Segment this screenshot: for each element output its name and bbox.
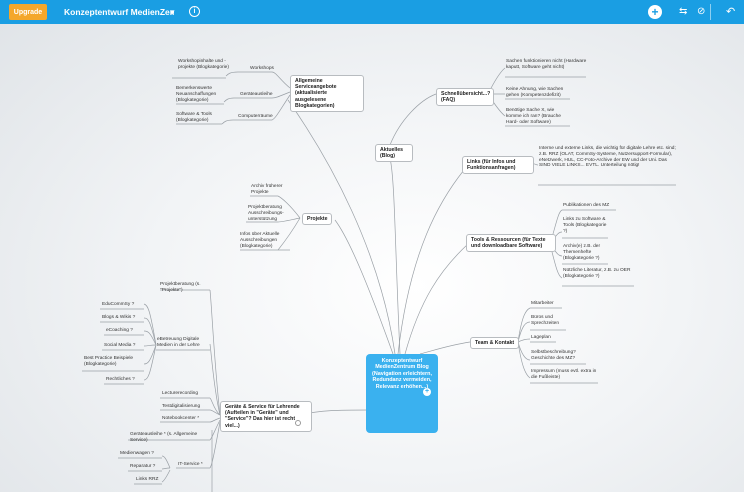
node-geraete-label: Geräte & Service für Lehrende (Aufteilen… [225,404,300,429]
node-aktuelles-label: Aktuelles (Blog) [380,147,404,160]
leaf-lecturerecording[interactable]: Lecturerecording [162,391,198,396]
leaf-notebookcenter[interactable]: Notebookcenter * [162,416,200,421]
leaf-medienwagen[interactable]: Medienwagen ? [120,451,154,456]
node-links-label: Links (für Infos und Funktionsanfragen) [467,159,516,172]
node-workshops[interactable]: Workshops [250,66,274,71]
node-team[interactable]: Team & Kontakt [470,337,520,350]
leaf-team-5[interactable]: Impressum (muss evtl. extra in die Fußle… [531,369,597,380]
node-projekte[interactable]: Projekte [302,213,333,226]
add-child-icon[interactable]: + [423,388,431,396]
leaf-links-1[interactable]: Interne und externe Links, die wichtig f… [539,146,676,169]
node-ebetreuung[interactable]: eBetreuung Digitale Medien in der Lehre [157,337,200,348]
leaf-neuanschaffungen[interactable]: Bemerkenswerte Neuanschaffungen (Blogkat… [176,86,217,103]
leaf-team-1[interactable]: Mitarbeiter [531,301,554,306]
node-team-label: Team & Kontakt [475,340,515,346]
leaf-projektberatung[interactable]: Projektberatung Ausschreibungs-unterstüt… [248,205,284,222]
leaf-tools-3[interactable]: Archiv(e) z.B. der Themenhefte (Blogkate… [563,244,601,261]
leaf-tools-4[interactable]: Nützliche Literatur, z.B. zu OER (Blogka… [563,268,631,279]
leaf-faq-1[interactable]: Sachen funktionieren nicht (Hardware kap… [506,59,587,70]
leaf-blogs-wikis[interactable]: Blogs & Wikis ? [102,315,136,320]
add-node-button[interactable]: + [648,5,662,19]
top-toolbar: Upgrade Konzeptentwurf MedienZentrum... … [0,0,744,24]
leaf-projektberatung-link[interactable]: Projektberatung (s. "Projekte") [160,282,201,293]
undo-icon[interactable]: ↶ [726,6,736,18]
node-links[interactable]: Links (für Infos und Funktionsanfragen) [462,156,534,175]
central-topic-node[interactable]: Konzeptentwurf MedienZentrum Blog (Navig… [366,354,438,433]
leaf-faq-3[interactable]: Benötige Sache X, wie komme ich ran? (Br… [506,108,561,125]
leaf-best-practice[interactable]: Best Practice Beispiele (Blogkategorie) [84,356,134,367]
node-projekte-label: Projekte [307,216,328,222]
node-computerraeume[interactable]: Computerräume [238,114,273,119]
leaf-team-3[interactable]: Lageplan [531,335,551,340]
node-faq[interactable]: Schnellübersicht...? (FAQ) [436,88,494,107]
node-aktuelles[interactable]: Aktuelles (Blog) [375,144,413,163]
connector-lines [82,67,676,492]
leaf-faq-2[interactable]: Keine Ahnung, wie Sachen gehen (Kompeten… [506,87,564,98]
leaf-team-2[interactable]: Büros und Sprechzeiten [531,315,559,326]
node-allgemeine-label: Allgemeine Serviceangebote (aktualisiert… [295,78,337,109]
collapse-icon[interactable] [295,420,301,426]
leaf-educommsy[interactable]: EduCommSy ? [102,302,135,307]
leaf-tools-2[interactable]: Links zu Software & Tools (Blogkategorie… [563,217,607,234]
share-icon[interactable]: ⇆ [679,6,688,17]
central-topic-text: Konzeptentwurf MedienZentrum Blog (Navig… [372,358,432,390]
node-tools-label: Tools & Ressourcen (für Texte und downlo… [471,237,546,250]
upgrade-button[interactable]: Upgrade [9,4,47,20]
chevron-down-icon[interactable]: ▾ [170,7,175,17]
leaf-team-4[interactable]: Selbstbeschreibung? Geschichte des MZ? [531,350,576,361]
block-icon[interactable]: ⊘ [697,6,706,17]
leaf-software-tools[interactable]: Software & Tools (Blogkategorie) [176,112,212,123]
leaf-ecoaching[interactable]: eCoaching ? [106,328,133,333]
info-icon[interactable]: i [189,6,200,17]
toolbar-divider [710,4,711,20]
leaf-reparatur[interactable]: Reparatur ? [130,464,156,469]
leaf-social-media[interactable]: Social Media ? [104,343,136,348]
leaf-archiv-projekte[interactable]: Archiv früherer Projekte [251,184,283,195]
leaf-links-rrz[interactable]: Links RRZ [136,477,159,482]
leaf-workshopinhalte[interactable]: Workshopinhalte und -projekte (Blogkateg… [178,59,229,70]
leaf-tools-1[interactable]: Publikationen des MZ [563,203,610,208]
leaf-ausschreibungen[interactable]: Infos über Aktuelle Ausschreibungen (Blo… [240,232,280,249]
map-title[interactable]: Konzeptentwurf MedienZentrum... [64,7,174,17]
leaf-rechtliches[interactable]: Rechtliches ? [106,377,135,382]
node-tools[interactable]: Tools & Ressourcen (für Texte und downlo… [466,234,556,253]
leaf-testdigitalisierung[interactable]: Testdigitalisierung [162,404,201,409]
node-allgemeine-service[interactable]: Allgemeine Serviceangebote (aktualisiert… [290,75,364,113]
node-geraete-service[interactable]: Geräte & Service für Lehrende (Aufteilen… [220,401,312,432]
leaf-geraeteausleihe-2[interactable]: Geräteausleihe * (s. Allgemeine Service) [130,432,198,443]
node-faq-label: Schnellübersicht...? (FAQ) [441,91,491,104]
node-geraeteausleihe[interactable]: Geräteausleihe [240,92,273,97]
node-it-service[interactable]: IT-Service * [178,462,203,467]
